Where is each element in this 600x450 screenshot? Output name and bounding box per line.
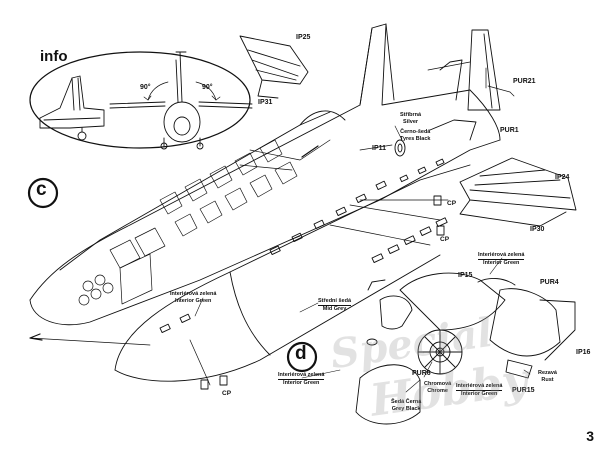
part-pur15: PUR15 [512, 387, 535, 394]
part-ip31: IP31 [258, 99, 273, 106]
callout-interior-right: Interiérová zelená Interior Green [456, 383, 503, 398]
callout-grey-black-cz: Šedá Černá [391, 399, 422, 405]
wheel-ip11 [394, 139, 406, 157]
callout-chrome-cz: Chromová [424, 381, 452, 387]
callout-midgrey-cz: Střední šedá [318, 298, 352, 304]
page-number: 3 [586, 428, 594, 444]
callout-midgrey: Střední šedá Mid Grey [318, 298, 352, 313]
part-pur4: PUR4 [540, 279, 559, 286]
cp-label: CP [222, 390, 232, 397]
callout-interior-left-cz: Interiérová zelená [278, 372, 325, 378]
callout-rust: Rezavá Rust [538, 370, 557, 384]
callout-chrome: Chromová Chrome [424, 381, 451, 395]
callout-chrome-en: Chrome [427, 387, 448, 394]
callout-rust-en: Rust [541, 376, 554, 383]
fuselage [29, 23, 501, 382]
callout-interior-mid-en: Interior Green [175, 297, 212, 304]
part-ip24: IP24 [555, 174, 570, 181]
info-title: info [40, 48, 68, 65]
callout-interior-left: Interiérová zelená Interior Green [278, 372, 325, 387]
callout-tyres: Černo-šedá Tyres Black [400, 129, 430, 143]
part-ip11: IP11 [372, 145, 387, 152]
cp-parts [200, 195, 445, 390]
callout-interior-mid-cz: Interiérová zelená [170, 291, 217, 297]
callout-interior-top: Interiérová zelená Interior Green [478, 252, 525, 267]
part-ip30: IP30 [530, 226, 545, 233]
callout-tyres-cz: Černo-šedá [400, 129, 431, 135]
callout-interior-mid: Interiérová zelená Interior Green [170, 291, 216, 305]
part-pur1: PUR1 [500, 127, 519, 134]
pur21-part [467, 29, 501, 111]
callout-silver: Stříbrná Silver [400, 112, 421, 126]
ip25-part [239, 35, 309, 99]
callout-silver-en: Silver [403, 118, 419, 125]
section-c-label: c [36, 179, 47, 200]
part-ip15: IP15 [458, 272, 473, 279]
callout-tyres-en: Tyres Black [400, 135, 431, 142]
callout-interior-top-cz: Interiérová zelená [478, 252, 525, 258]
cp-marker-3: CP [222, 390, 231, 397]
callout-interior-right-cz: Interiérová zelená [456, 383, 503, 389]
callout-interior-top-en: Interior Green [483, 259, 520, 266]
cp-label: CP [447, 200, 457, 207]
callout-interior-left-en: Interior Green [283, 379, 320, 386]
angle-label-left: 90° [140, 84, 151, 91]
callout-rust-cz: Rezavá [538, 370, 557, 376]
callout-midgrey-en: Mid Grey [322, 305, 347, 312]
callout-silver-cz: Stříbrná [400, 112, 422, 118]
callout-grey-black: Šedá Černá Grey Black [391, 399, 421, 413]
part-pur6: PUR6 [412, 370, 431, 377]
part-ip16: IP16 [576, 349, 591, 356]
angle-label-right: 90° [202, 84, 213, 91]
cp-marker-1: CP [447, 200, 456, 207]
tailplane-part [459, 157, 577, 227]
callout-interior-right-en: Interior Green [461, 390, 498, 397]
seats [78, 139, 298, 306]
section-d-label: d [295, 343, 307, 364]
callout-grey-black-en: Grey Black [391, 405, 421, 412]
part-pur21: PUR21 [513, 78, 536, 85]
cp-marker-2: CP [440, 236, 449, 243]
info-inset [29, 51, 253, 150]
part-ip25: IP25 [296, 34, 311, 41]
cp-label: CP [440, 236, 450, 243]
engine-nacelle [355, 272, 576, 425]
